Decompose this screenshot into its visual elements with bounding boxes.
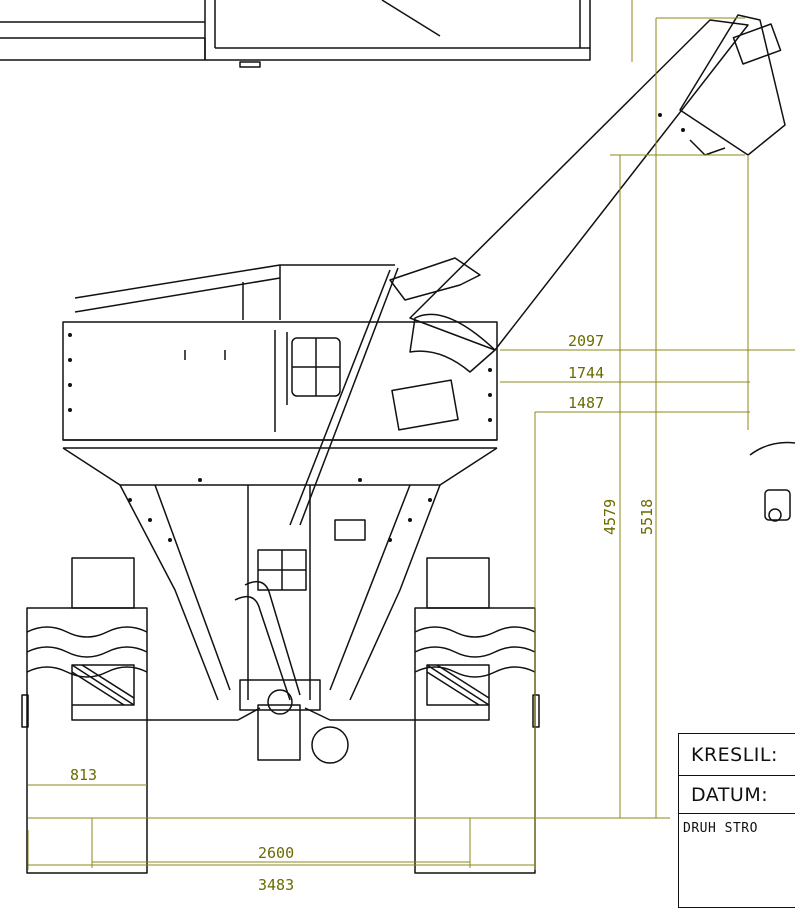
hopper-funnel	[62, 447, 498, 701]
machine-type-label: DRUH STRO	[683, 821, 758, 836]
axle-hitch	[71, 580, 490, 764]
auger-arm	[289, 14, 786, 526]
drawn-by-label: KRESLIL:	[679, 734, 795, 776]
dim-1487: 1487	[568, 394, 604, 412]
dim-3483: 3483	[258, 876, 294, 894]
dim-5518: 5518	[638, 499, 656, 535]
right-wheel	[414, 557, 540, 874]
dim-1744: 1744	[568, 364, 604, 382]
left-wheel	[21, 557, 148, 874]
date-label: DATUM:	[679, 776, 795, 814]
dim-2097: 2097	[568, 332, 604, 350]
right-fragment	[749, 441, 795, 522]
rivets	[68, 113, 685, 542]
dim-813: 813	[70, 766, 97, 784]
dimension-labels: 2097 1744 1487 4579 5518 813 2600 3483	[70, 332, 656, 894]
dimension-lines	[27, 0, 795, 870]
title-block: KRESLIL: DATUM: DRUH STRO	[678, 733, 795, 908]
hopper-upper-box	[62, 264, 498, 449]
top-frame-fragment	[0, 0, 591, 68]
dim-4579: 4579	[601, 499, 619, 535]
dim-2600: 2600	[258, 844, 294, 862]
